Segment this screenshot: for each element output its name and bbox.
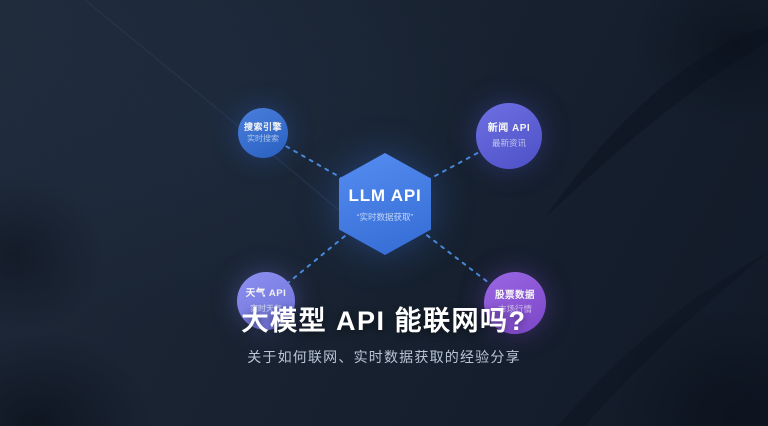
hub-node-llm-api: LLM API “实时数据获取” bbox=[339, 153, 431, 255]
hub-hexagon: LLM API “实时数据获取” bbox=[339, 153, 431, 255]
page-title: 大模型 API 能联网吗? bbox=[241, 306, 527, 336]
node-news-api: 新闻 API 最新资讯 bbox=[476, 103, 542, 169]
swoosh-curve-top-left bbox=[84, 0, 361, 229]
node-label: 股票数据 bbox=[494, 289, 535, 301]
page-subtitle: 关于如何联网、实时数据获取的经验分享 bbox=[247, 349, 521, 365]
node-label: 天气 API bbox=[245, 288, 287, 299]
hub-sublabel: “实时数据获取” bbox=[356, 211, 414, 222]
node-search-engine: 搜索引擎 实时搜索 bbox=[238, 108, 288, 158]
swoosh-crescent-bottom-right bbox=[558, 252, 768, 426]
node-label: 新闻 API bbox=[487, 122, 531, 134]
node-sublabel: 实时搜索 bbox=[247, 134, 279, 144]
node-sublabel: 最新资讯 bbox=[491, 138, 526, 149]
title-block: 大模型 API 能联网吗? 关于如何联网、实时数据获取的经验分享 bbox=[0, 299, 768, 367]
swoosh-crescent-top-right bbox=[545, 26, 768, 218]
hub-label: LLM API bbox=[348, 185, 422, 205]
node-sublabel: 实时天气 bbox=[250, 303, 282, 313]
node-sheen bbox=[476, 103, 542, 169]
node-sublabel: 市场行情 bbox=[497, 304, 532, 315]
node-label: 搜索引擎 bbox=[243, 122, 282, 133]
